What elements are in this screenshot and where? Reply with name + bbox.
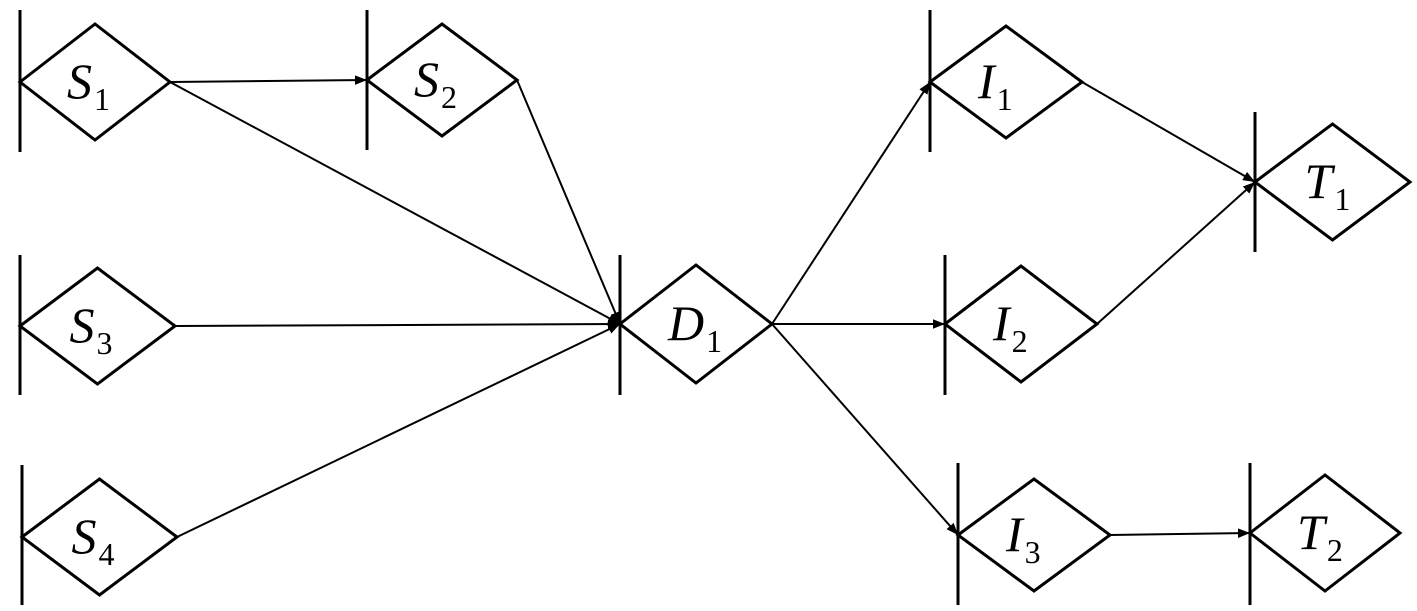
edge-s2-to-d1 — [516, 79, 621, 325]
node-diamond — [955, 477, 1113, 593]
node-label-letter: T — [1297, 504, 1328, 560]
node-label: T1 — [1305, 153, 1351, 217]
edge-s1-to-s2 — [169, 75, 368, 85]
node-label-subscript: 1 — [997, 81, 1013, 117]
node-s1: S1 — [17, 10, 173, 152]
node-t2: T2 — [1247, 463, 1403, 605]
node-s3: S3 — [17, 255, 178, 395]
node-label-letter: T — [1305, 153, 1336, 209]
node-label-letter: S — [70, 297, 95, 353]
node-label-subscript: 2 — [441, 79, 457, 115]
edge-i3-to-t2 — [1109, 528, 1251, 538]
node-label: S1 — [67, 53, 110, 117]
node-label-letter: I — [1005, 506, 1025, 562]
node-label-subscript: 1 — [1334, 181, 1350, 217]
node-label: S4 — [72, 508, 115, 572]
node-label-letter: I — [992, 295, 1012, 351]
node-label-subscript: 3 — [1025, 534, 1041, 570]
node-diamond — [19, 477, 180, 597]
node-label: I2 — [992, 295, 1028, 359]
edge-i2-to-t1 — [1096, 181, 1256, 325]
edge-s3-to-d1 — [174, 319, 621, 329]
node-label-subscript: 3 — [97, 325, 113, 361]
node-label-letter: S — [67, 53, 92, 109]
node-diamond — [364, 22, 520, 138]
node-label: S3 — [70, 297, 113, 361]
node-label-subscript: 1 — [94, 81, 110, 117]
node-label: I1 — [977, 53, 1013, 117]
node-label: I3 — [1005, 506, 1041, 570]
node-diamond — [17, 22, 173, 142]
edge-d1-to-i1 — [771, 81, 931, 325]
node-diamond — [17, 266, 178, 386]
node-i2: I2 — [942, 255, 1100, 395]
node-diamond — [942, 264, 1100, 384]
node-label-subscript: 1 — [706, 323, 722, 359]
node-label: S2 — [414, 51, 457, 115]
node-label-subscript: 4 — [99, 536, 115, 572]
node-s4: S4 — [19, 465, 180, 605]
node-label-subscript: 2 — [1012, 323, 1028, 359]
node-d1: D1 — [617, 255, 775, 395]
node-diamond — [617, 263, 775, 385]
edge-s4-to-d1 — [176, 323, 621, 538]
edges-layer — [169, 75, 1256, 538]
node-label-letter: S — [414, 51, 439, 107]
node-diamond — [1252, 122, 1413, 242]
node-i1: I1 — [927, 10, 1085, 152]
node-diamond — [927, 24, 1085, 140]
node-diamond — [1247, 473, 1403, 593]
node-label-subscript: 2 — [1327, 532, 1343, 568]
node-label: T2 — [1297, 504, 1343, 568]
edge-i1-to-t1 — [1081, 81, 1256, 183]
edge-s1-to-d1 — [169, 81, 621, 325]
node-label-letter: S — [72, 508, 97, 564]
node-t1: T1 — [1252, 112, 1413, 252]
edge-d1-to-i3 — [771, 323, 959, 536]
node-label-letter: I — [977, 53, 997, 109]
node-label-letter: D — [667, 295, 704, 351]
node-i3: I3 — [955, 463, 1113, 605]
node-label: D1 — [667, 295, 722, 359]
node-s2: S2 — [364, 10, 520, 150]
